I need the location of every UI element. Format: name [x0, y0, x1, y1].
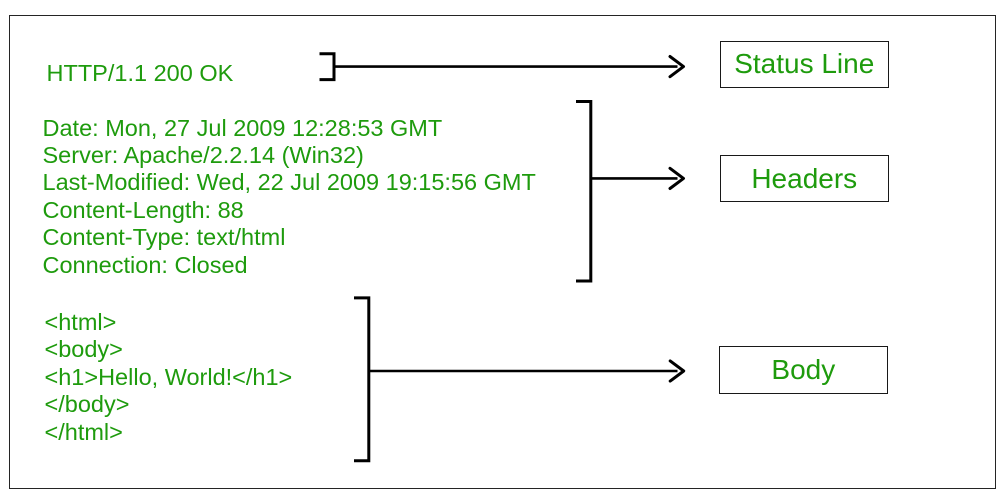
status-bracket-icon	[319, 52, 336, 82]
headers-pointer	[576, 100, 685, 283]
headers-box-label: Headers	[751, 162, 858, 194]
headers-text: Date: Mon, 27 Jul 2009 12:28:53 GMT Serv…	[43, 115, 536, 279]
header-line-content-type: Content-Type: text/html	[42, 224, 286, 251]
header-line-server: Server: Apache/2.2.14 (Win32)	[42, 141, 364, 168]
headers-arrowhead-icon	[668, 166, 685, 190]
body-text: <html> <body> <h1>Hello, World!</h1> </b…	[45, 309, 293, 446]
body-box-label: Body	[771, 354, 836, 386]
headers-box: Headers	[719, 155, 889, 202]
status-arrowhead-icon	[668, 55, 685, 79]
body-line-h1: <h1>Hello, World!</h1>	[44, 363, 293, 390]
body-bracket-icon	[354, 296, 371, 463]
body-line-body-close: </body>	[44, 391, 130, 418]
body-arrowhead-icon	[668, 359, 686, 383]
headers-bracket-icon	[576, 100, 593, 283]
status-line-box-label: Status Line	[734, 48, 875, 80]
header-line-last-modified: Last-Modified: Wed, 22 Jul 2009 19:15:56…	[42, 169, 536, 196]
body-line-body-open: <body>	[44, 336, 123, 363]
status-line-text: HTTP/1.1 200 OK	[46, 60, 234, 86]
body-pointer	[354, 296, 686, 463]
status-pointer	[319, 52, 685, 82]
status-line-box: Status Line	[719, 40, 889, 88]
body-line-html-open: <html>	[44, 309, 117, 335]
header-line-date: Date: Mon, 27 Jul 2009 12:28:53 GMT	[42, 114, 443, 141]
message-frame	[8, 15, 996, 489]
body-box: Body	[718, 346, 888, 394]
body-line-html-close: </html>	[44, 418, 123, 445]
header-line-connection: Connection: Closed	[42, 251, 248, 278]
header-line-content-length: Content-Length: 88	[42, 196, 244, 223]
